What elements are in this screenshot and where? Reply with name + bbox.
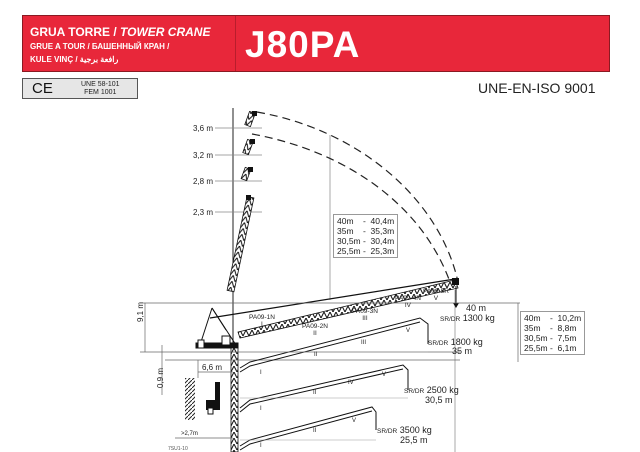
roman-ii-b: II [313, 390, 317, 396]
title-en: TOWER CRANE [120, 25, 211, 39]
radius-35m: 35 m [452, 346, 473, 356]
roman-iv-b: IV [348, 380, 354, 386]
height-dimension-lines [140, 302, 520, 439]
roman-v-c: V [352, 418, 357, 424]
jib-config-35m [239, 317, 429, 373]
folded-mast-icons [226, 110, 257, 293]
radius-40m: 40 m [466, 303, 487, 313]
roman-i-b: I [260, 406, 262, 412]
footer-code: 7SU1-10 [168, 446, 188, 452]
radius-30-5m: 30,5 m [425, 395, 453, 405]
model-name: J80PA [245, 24, 361, 65]
load-1800: SR/DR 1800 kg [428, 337, 483, 347]
roman-i-a: I [260, 370, 262, 376]
iso-label: UNE-EN-ISO 9001 [478, 80, 596, 96]
certification-box: CE UNE 58-101 FEM 1001 [22, 78, 138, 99]
luffing-height-ticks [215, 127, 262, 213]
title-banner: GRUA TORRE / TOWER CRANE GRUE A TOUR / Б… [22, 15, 610, 72]
jib-tie-line [209, 278, 456, 319]
roman-i-c: I [260, 443, 262, 449]
dim-counter-jib: 6,6 m [202, 363, 223, 372]
dim-clearance: >2,7m [181, 431, 198, 437]
load-3500: SR/DR 3500 kg [377, 425, 432, 435]
title-main: GRUA TORRE / TOWER CRANE [30, 25, 210, 39]
roman-ii-c: II [313, 428, 317, 434]
title-block: GRUA TORRE / TOWER CRANE GRUE A TOUR / Б… [23, 16, 236, 71]
radius-25-5m: 25,5 m [400, 435, 428, 445]
luffing-arc-inner [251, 133, 451, 283]
height-label-2-3: 2,3 m [193, 208, 214, 217]
transport-vehicle-icon [206, 382, 220, 415]
dim-height-0-9: 0,9 m [156, 367, 165, 388]
jib-config-30m [239, 364, 409, 413]
wall-hatch [185, 378, 195, 420]
dim-height-9-1: 9,1 m [136, 301, 145, 322]
load-2500: SR/DR 2500 kg [404, 385, 459, 395]
tower-mast [230, 347, 239, 452]
standard-fem: FEM 1001 [84, 89, 117, 96]
ce-mark-icon: CE [32, 80, 53, 97]
roman-v-b: V [382, 372, 387, 378]
tower-head [195, 307, 239, 349]
height-label-3-6: 3,6 m [193, 124, 214, 133]
standards-text: UNE 58-101 FEM 1001 [81, 81, 120, 97]
title-es: GRUA TORRE / [30, 25, 121, 39]
standard-une: UNE 58-101 [81, 81, 120, 88]
height-label-2-8: 2,8 m [193, 177, 214, 186]
roman-v-a: V [406, 328, 411, 334]
roman-ii-a: II [314, 352, 318, 358]
jib-config-25m [239, 406, 377, 451]
main-jib [237, 279, 459, 339]
height-label-3-2: 3,2 m [193, 151, 214, 160]
subtitle-fr-ru: GRUE A TOUR / БАШЕННЫЙ КРАН / [30, 42, 170, 51]
luffing-arc-outer [256, 111, 459, 283]
load-1300: SR/DR 1300 kg [440, 313, 495, 323]
subtitle-tr-ar: KULE VINÇ / رافعة برجية [30, 55, 119, 64]
roman-iii-a: III [361, 340, 367, 346]
